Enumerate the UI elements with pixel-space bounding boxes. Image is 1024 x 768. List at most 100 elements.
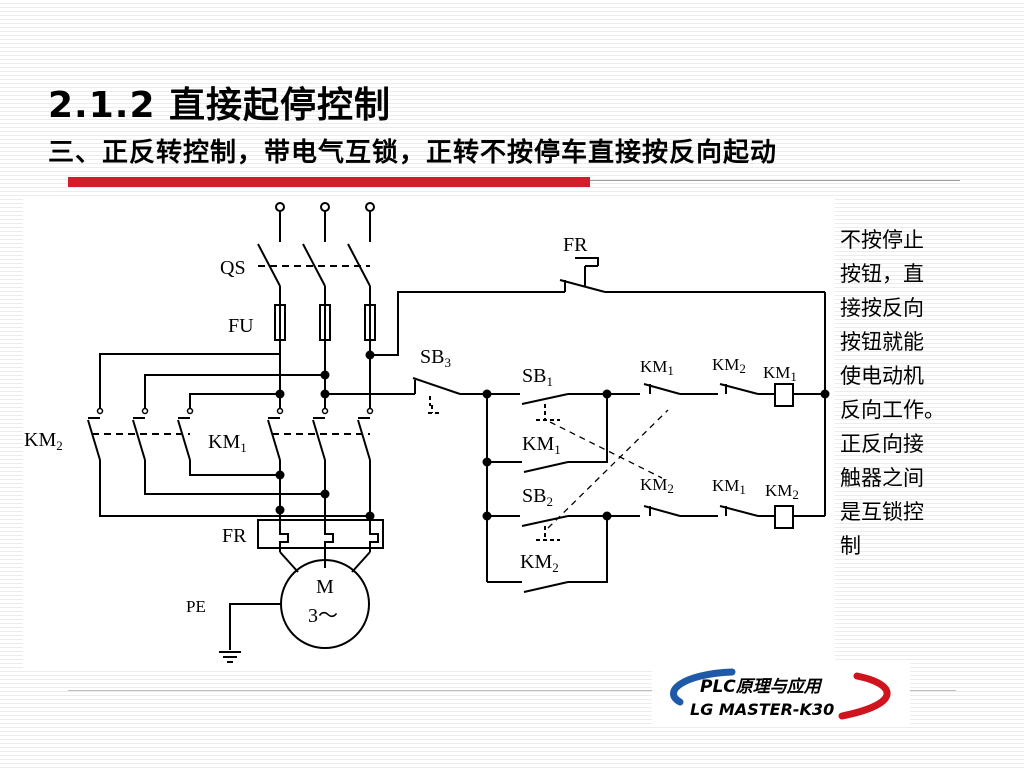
junction-dot <box>320 389 330 399</box>
logo: PLC原理与应用 LG MASTER-K30 <box>652 662 910 724</box>
label-sb1: SB1 <box>522 365 553 389</box>
logo-ring-blue <box>670 668 736 706</box>
label-sb3-text: SB <box>420 346 444 368</box>
label-r1-coil-text: KM <box>763 363 790 382</box>
label-km1-main: KM1 <box>208 431 247 455</box>
annotation-line: 按钮，直 <box>840 262 924 286</box>
junction-dot <box>365 350 375 360</box>
contact-terminal <box>141 407 149 415</box>
label-r1-km2: KM2 <box>712 355 746 376</box>
km2-out-1 <box>99 460 370 517</box>
slide-title: 2.1.2 直接起停控制 <box>48 85 392 126</box>
qs-blade-1 <box>257 243 281 287</box>
annotation-text: 不按停止按钮，直接按反向按钮就能使电动机反向工作。正反向接触器之间是互锁控制 <box>840 223 980 563</box>
label-motor-phase: 3～ <box>308 605 338 627</box>
annotation-line: 不按停止 <box>840 228 924 252</box>
annotation-line: 接按反向 <box>840 296 924 320</box>
junction-dot <box>482 389 492 399</box>
label-r1-km1: KM1 <box>640 357 674 378</box>
annotation-line: 使电动机 <box>840 364 924 388</box>
label-fu: FU <box>228 315 254 337</box>
junction-dot <box>365 511 375 521</box>
label-km1-main-sub: 1 <box>240 440 247 455</box>
ctrl-feed-l3 <box>370 291 565 356</box>
km2-out-3 <box>189 460 280 476</box>
km2-feed-c <box>189 393 280 412</box>
circuit-diagram: QS FU KM2 KM1 FR M 3～ PE FR SB3 SB1 KM1 … <box>23 197 835 671</box>
label-r2-km2-text: KM <box>640 475 667 494</box>
km2-out-2 <box>144 460 325 495</box>
coil-km2 <box>774 505 794 529</box>
label-km2-hold-sub: 2 <box>552 560 559 575</box>
slide-subtitle: 三、正反转控制，带电气互锁，正转不按停车直接按反向起动 <box>48 138 778 168</box>
km1-contact-1 <box>267 417 281 461</box>
sb3-contact <box>412 377 487 395</box>
title-accent-bar <box>68 177 590 187</box>
label-r1-km1-sub: 1 <box>667 363 674 378</box>
junction-dot <box>275 470 285 480</box>
annotation-line: 触器之间 <box>840 466 924 490</box>
junction-dot <box>482 511 492 521</box>
label-km2-hold-text: KM <box>520 551 552 573</box>
contact-terminal <box>186 407 194 415</box>
contact-terminal <box>321 407 329 415</box>
km2-feed-b <box>144 374 325 412</box>
logo-ring-red <box>838 672 891 720</box>
terminal-l3 <box>365 202 375 212</box>
terminal-l1 <box>275 202 285 212</box>
label-km2-main: KM2 <box>24 429 63 453</box>
fr-ctrl-actuator <box>575 257 599 286</box>
pe-wire <box>229 603 281 650</box>
r1-km2-nc <box>719 383 775 395</box>
sb3-actuator <box>428 396 440 414</box>
km2-hold-contact <box>487 516 608 593</box>
label-r1-km1-text: KM <box>640 357 667 376</box>
label-r1-coil-sub: 1 <box>790 369 797 384</box>
qs-blade-2 <box>302 243 326 287</box>
junction-dot <box>275 389 285 399</box>
label-sb2-text: SB <box>522 485 546 507</box>
label-r2-km1: KM1 <box>712 476 746 497</box>
label-qs: QS <box>220 257 246 279</box>
motor-symbol <box>280 559 370 649</box>
circuit-wires <box>87 202 826 663</box>
r2-km1-nc <box>719 505 775 517</box>
fr-element-3 <box>369 524 379 552</box>
motor-lead-3 <box>351 551 371 573</box>
coil-km1 <box>774 383 794 407</box>
r2-km2-nc <box>643 505 718 517</box>
label-pe: PE <box>186 597 206 616</box>
label-r2-km1-sub: 1 <box>739 482 746 497</box>
fr-element-1 <box>279 524 289 552</box>
junction-dot <box>482 457 492 467</box>
label-km2-main-text: KM <box>24 429 56 451</box>
km2-feed-a <box>99 353 280 412</box>
fr-ctrl-contact <box>559 279 825 293</box>
junction-dot <box>275 505 285 515</box>
junction-dot <box>820 389 830 399</box>
title-accent-bar-fill <box>68 177 590 187</box>
terminal-l2 <box>320 202 330 212</box>
logo-graphic: PLC原理与应用 LG MASTER-K30 <box>670 668 891 720</box>
junction-dot <box>602 389 612 399</box>
km1-contact-3 <box>357 417 371 461</box>
title-divider <box>590 180 960 181</box>
junction-dot <box>320 370 330 380</box>
motor-lead-1 <box>279 551 299 573</box>
annotation-line: 制 <box>840 534 861 558</box>
label-sb3-sub: 3 <box>444 355 451 370</box>
km2-contact-2 <box>132 417 146 461</box>
label-km1-main-text: KM <box>208 431 240 453</box>
label-r2-km2: KM2 <box>640 475 674 496</box>
fr-main-box <box>257 519 384 549</box>
label-r2-km1-text: KM <box>712 476 739 495</box>
label-km1-hold: KM1 <box>522 433 561 457</box>
junction-dot <box>602 511 612 521</box>
label-km1-hold-sub: 1 <box>554 442 561 457</box>
annotation-line: 正反向接 <box>840 432 924 456</box>
junction-dot <box>320 489 330 499</box>
label-km2-main-sub: 2 <box>56 438 63 453</box>
contact-terminals <box>96 407 374 415</box>
sb1-contact <box>521 393 607 405</box>
label-r1-km2-text: KM <box>712 355 739 374</box>
